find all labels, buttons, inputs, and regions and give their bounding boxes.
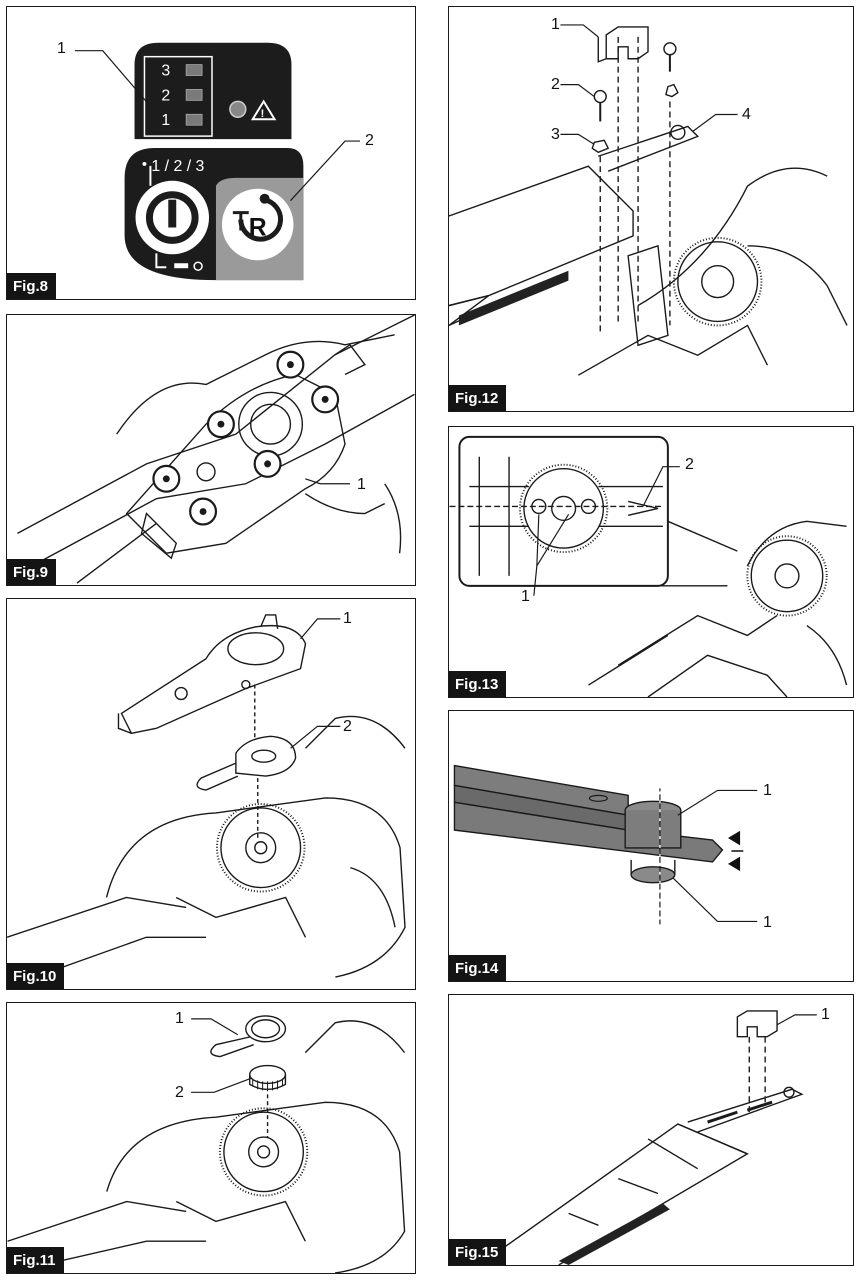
screw — [593, 89, 607, 104]
callout-1: 1 — [521, 588, 530, 605]
speed-lamp-3 — [185, 64, 203, 76]
callout-2: 2 — [685, 456, 694, 473]
callout-3: 3 — [551, 126, 560, 143]
detail-inset — [458, 435, 669, 587]
figure-9-panel: 1 Fig.9 — [6, 314, 416, 586]
drive-gear — [223, 1111, 305, 1193]
speed-indicator-frame — [143, 55, 213, 137]
blade-cover-removal-illustration — [449, 24, 848, 376]
figure-label: Fig.12 — [449, 385, 507, 411]
blade-cover-cap — [605, 26, 649, 60]
cover-and-washer-illustration — [7, 614, 406, 988]
figure-11-panel: 1 2 Fig.11 — [6, 1002, 416, 1274]
power-icon — [145, 191, 199, 244]
svg-text:!: ! — [261, 108, 265, 120]
click-indicator-icon — [727, 830, 744, 872]
figure-8-panel: 3 2 1 ! 1 / 2 / 3 R 1 2 Fig.8 — [6, 6, 416, 300]
blade-pin-detail-illustration — [453, 764, 758, 925]
callout-1: 1 — [175, 1010, 184, 1027]
callout-4: 4 — [742, 106, 751, 123]
drive-gear — [750, 539, 824, 613]
speed-lamp-1 — [185, 113, 203, 126]
screw — [663, 42, 677, 56]
gear-housing-cover — [125, 373, 346, 554]
callout-2: 2 — [551, 76, 560, 93]
gear-housing-cover — [120, 624, 307, 735]
warning-lamp — [229, 100, 247, 118]
reverse-arrow-icon — [238, 197, 283, 242]
blade-guide — [687, 1088, 804, 1133]
spacer — [591, 139, 610, 154]
figure-label: Fig.14 — [449, 955, 507, 981]
callout-2: 2 — [343, 718, 352, 735]
figure-12-panel: 1 2 3 4 Fig.12 — [448, 6, 854, 412]
callout-1: 1 — [57, 40, 66, 57]
callout-1: 1 — [763, 782, 772, 799]
figure-label: Fig.13 — [449, 671, 507, 697]
blade-cover-cap — [736, 1010, 778, 1038]
reverse-letter: R — [249, 214, 267, 241]
washer-and-needle-bearing-illustration — [7, 1015, 406, 1273]
spacer — [665, 83, 679, 98]
figure-label: Fig.11 — [7, 1247, 64, 1273]
blade-case — [478, 1123, 749, 1265]
callout-1: 1 — [343, 610, 352, 627]
control-panel-illustration: 3 2 1 ! 1 / 2 / 3 R — [74, 42, 360, 281]
speed-switch-label: 1 / 2 / 3 — [151, 158, 204, 175]
callout-1: 1 — [357, 476, 366, 493]
figure-label: Fig.9 — [7, 559, 57, 585]
callout-2: 2 — [175, 1084, 184, 1101]
callout-1-lower: 1 — [763, 914, 772, 931]
figure-14-panel: 1 1 Fig.14 — [448, 710, 854, 982]
blade-teeth — [558, 1203, 670, 1265]
figure-13-panel: 2 1 Fig.13 — [448, 426, 854, 698]
figure-10-panel: 1 2 Fig.10 — [6, 598, 416, 990]
blade-cover-install-illustration — [478, 1010, 817, 1265]
blade-teeth — [458, 270, 569, 326]
callout-1: 1 — [551, 16, 560, 33]
speed-lamp-2 — [185, 89, 203, 101]
speed-level-2: 2 — [161, 87, 170, 104]
pin-bottom — [630, 866, 676, 884]
figure-label: Fig.15 — [449, 1239, 507, 1265]
figure-15-panel: 1 Fig.15 — [448, 994, 854, 1266]
figure-label: Fig.8 — [7, 273, 57, 299]
inset-gear — [523, 467, 605, 549]
blade-guide — [598, 125, 700, 172]
callout-2: 2 — [365, 132, 374, 149]
warning-triangle-icon — [250, 99, 277, 121]
speed-level-1: 1 — [161, 112, 170, 129]
drive-gear — [220, 807, 302, 889]
washer-plate — [235, 735, 297, 777]
gear-alignment-illustration — [449, 435, 848, 697]
washer-ring — [245, 1015, 287, 1043]
indicator-panel — [134, 42, 292, 140]
needle-bearing — [249, 1064, 287, 1085]
drive-gear — [677, 241, 759, 323]
callout-1: 1 — [821, 1006, 830, 1023]
figure-label: Fig.10 — [7, 963, 65, 989]
gear-cover-screws-illustration — [17, 315, 415, 584]
speed-level-3: 3 — [161, 63, 170, 80]
